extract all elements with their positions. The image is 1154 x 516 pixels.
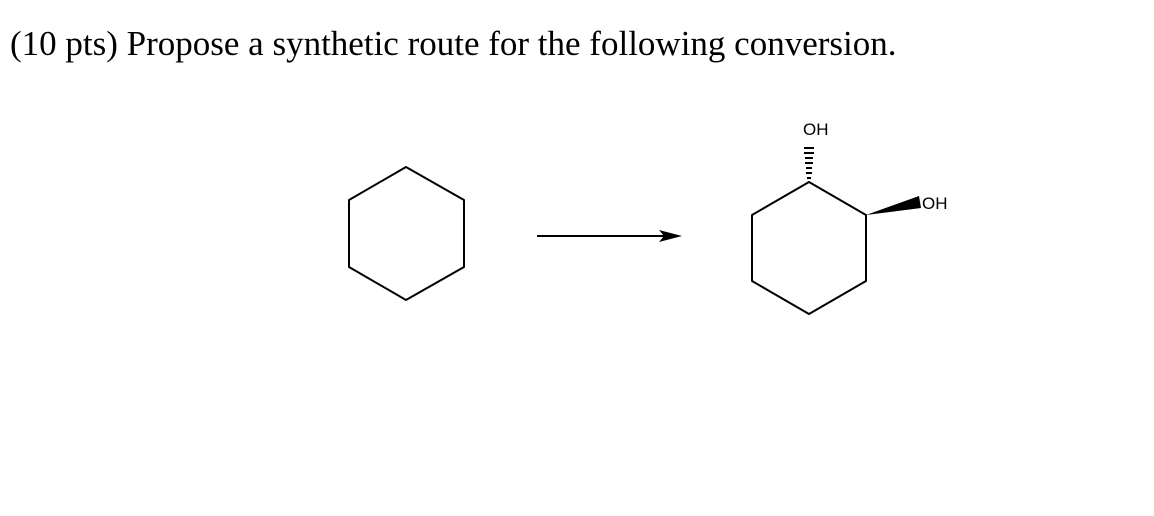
oh-label-top: OH: [803, 120, 829, 139]
question-text: (10 pts) Propose a synthetic route for t…: [10, 24, 897, 63]
cyclohexane-ring: [348, 166, 465, 301]
cyclohexanediol-product: OH OH: [751, 120, 948, 315]
product-ring: [751, 181, 867, 315]
reaction-arrow: [537, 230, 682, 242]
oh-label-right: OH: [922, 194, 948, 213]
cyclohexane-reactant: [348, 166, 465, 301]
hashed-wedge-bond: [804, 147, 814, 179]
solid-wedge-bond: [866, 196, 921, 215]
reaction-arrow-head: [659, 230, 682, 242]
